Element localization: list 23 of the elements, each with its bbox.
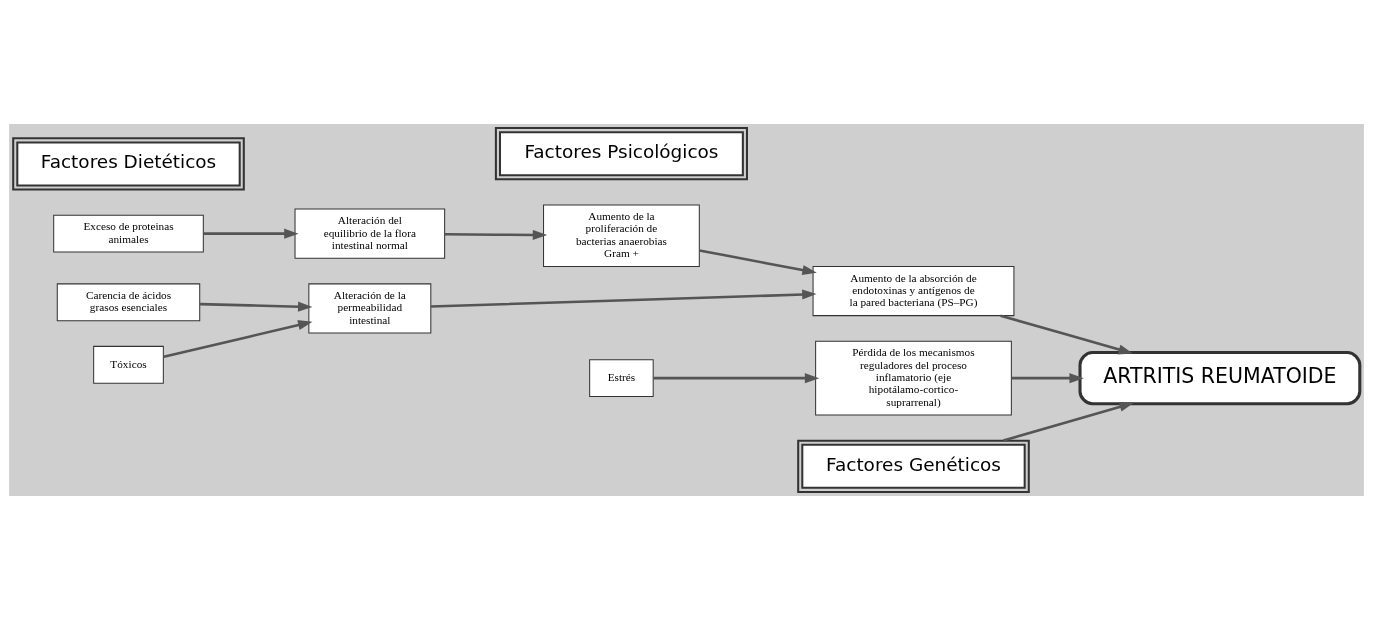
node-box: Alteración de la permeabilidad intestinal xyxy=(308,283,432,334)
arrow xyxy=(653,373,820,384)
node-box: Aumento de la proliferación de bacterias anaerobias Gram + xyxy=(543,204,700,267)
node-box: Carencia de ácidos grasos esenciales xyxy=(56,283,201,322)
node-box: Factores Genéticos xyxy=(797,439,1030,493)
arrow xyxy=(1003,401,1134,442)
node-box: Factores Dietéticos xyxy=(12,137,245,191)
arrow xyxy=(163,320,313,358)
arrow xyxy=(444,229,548,240)
node-box: Alteración del equilibrio de la flora intestinal normal xyxy=(294,208,446,259)
node-box: Exceso de proteinas animales xyxy=(53,214,204,253)
node-box: Estrés xyxy=(589,359,654,398)
arrow xyxy=(200,301,313,312)
arrow xyxy=(203,228,299,239)
node-box: Tóxicos xyxy=(93,345,164,384)
node-box: Pérdida de los mecanismos reguladores del proceso inflamatorio (eje hipotálamo-cortico-suprarrenal) xyxy=(815,340,1012,416)
arrow xyxy=(430,289,817,308)
arrow xyxy=(1000,314,1133,355)
node-box: Aumento de la absorción de endotoxinas y antígenos de la pared bacteriana (PS–PG) xyxy=(812,265,1015,317)
node-box: Factores Psicológicos xyxy=(494,127,748,181)
node-box: ARTRITIS REUMATOIDE xyxy=(1078,351,1362,406)
arrow xyxy=(1011,373,1084,384)
arrow xyxy=(699,249,817,276)
